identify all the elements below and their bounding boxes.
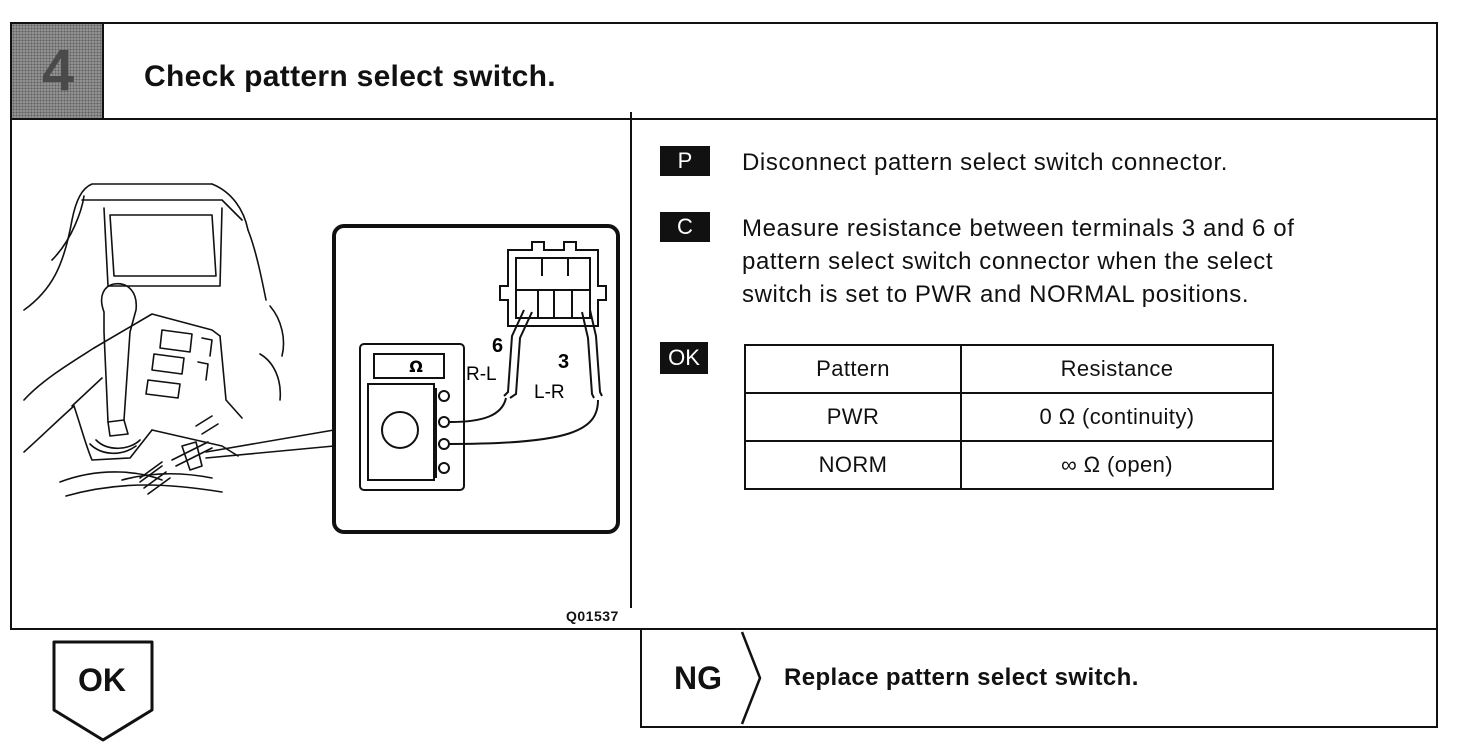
test-lead-6 (449, 397, 507, 423)
table-row: PWR 0 Ω (continuity) (744, 392, 1274, 442)
probe-6 (503, 309, 525, 397)
illustration: Ω 6 3 R-L L-R (23, 183, 620, 534)
pattern-cell: PWR (744, 392, 962, 442)
instruction-line: Disconnect pattern select switch connect… (742, 149, 1229, 176)
table-row: NORM ∞ Ω (open) (744, 440, 1274, 490)
resistance-cell: ∞ Ω (open) (960, 440, 1274, 490)
ng-result-box: NG Replace pattern select switch. (640, 630, 1438, 728)
tag-ok: OK (660, 342, 708, 374)
step-number-box: 4 (12, 24, 104, 118)
step-title: Check pattern select switch. (144, 60, 556, 93)
table-header-row: Pattern Resistance (744, 344, 1274, 394)
wire-6-color: R-L (466, 364, 497, 385)
terminal-6-label: 6 (492, 335, 503, 357)
ohmmeter-jack (438, 390, 450, 402)
step-frame: 4 Check pattern select switch. (10, 22, 1438, 630)
instruction-text: Measure resistance between terminals 3 a… (742, 212, 1295, 311)
tag-p: P (660, 146, 710, 176)
ok-arrow-shape (52, 640, 154, 742)
chevron-right-icon (740, 631, 762, 725)
test-lead-3 (449, 399, 599, 445)
resistance-spec-table: Pattern Resistance PWR 0 Ω (continuity) … (744, 344, 1274, 490)
ohmmeter-display (373, 353, 445, 379)
tag-c: C (660, 212, 710, 242)
ng-result-label: NG (674, 660, 722, 696)
meter-symbol: Ω (409, 357, 423, 376)
step-number: 4 (41, 38, 75, 103)
instruction-text: Disconnect pattern select switch connect… (742, 146, 1228, 179)
instruction-line: Measure resistance between terminals 3 a… (742, 215, 1295, 242)
callout-frame (332, 224, 620, 534)
column-header-pattern: Pattern (744, 344, 962, 394)
callout-line (205, 429, 335, 453)
terminal-3-label: 3 (558, 351, 569, 373)
instruction-line: pattern select switch connector when the… (742, 248, 1274, 275)
ohmmeter-panel (367, 383, 435, 481)
instruction-line: switch is set to PWR and NORMAL position… (742, 281, 1250, 308)
harness-connector (139, 415, 219, 495)
ohmmeter-dial (381, 411, 419, 449)
ohmmeter-body (359, 343, 465, 491)
ng-action-text: Replace pattern select switch. (784, 664, 1139, 691)
figure-code: Q01537 (566, 608, 619, 624)
column-divider (630, 112, 632, 608)
pattern-cell: NORM (744, 440, 962, 490)
wire-3-color: L-R (534, 382, 565, 403)
pattern-switch-connector (499, 241, 607, 327)
column-header-resistance: Resistance (960, 344, 1274, 394)
resistance-cell: 0 Ω (continuity) (960, 392, 1274, 442)
shift-lever (95, 283, 141, 450)
probe-3 (581, 311, 595, 399)
step-header: 4 Check pattern select switch. (12, 24, 1436, 120)
ok-result-label: OK (78, 662, 126, 698)
console-outline (23, 183, 285, 497)
